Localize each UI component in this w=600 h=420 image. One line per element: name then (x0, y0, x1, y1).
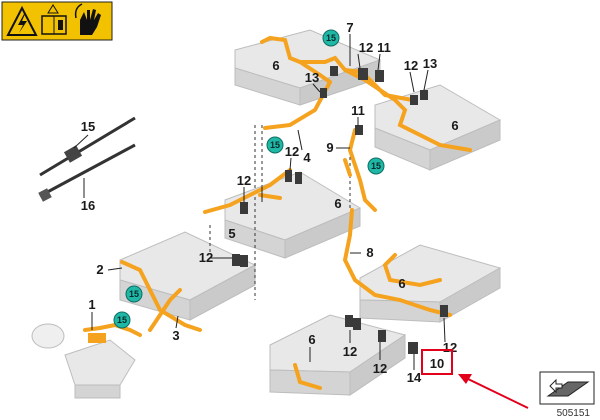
svg-text:15: 15 (371, 161, 381, 171)
callout-7: 7 (346, 20, 353, 35)
module-bottom (269, 314, 407, 396)
red-arrow (458, 374, 529, 409)
callout-13: 13 (305, 70, 319, 85)
callout-6: 6 (398, 276, 405, 291)
highlight-callout-10: 10 (421, 349, 453, 375)
callout-12: 12 (237, 173, 251, 188)
badge-15-b: 15 (266, 136, 284, 154)
badge-15-d: 15 (125, 285, 143, 303)
callout-2: 2 (96, 262, 103, 277)
svg-text:15: 15 (129, 289, 139, 299)
callout-12: 12 (343, 344, 357, 359)
callout-8: 8 (366, 245, 373, 260)
connectors (88, 66, 448, 354)
controller-unit (31, 323, 136, 399)
callout-12: 12 (199, 250, 213, 265)
badge-15-a: 15 (322, 29, 340, 47)
svg-text:15: 15 (270, 140, 280, 150)
callout-15: 15 (81, 119, 95, 134)
callout-4: 4 (303, 150, 311, 165)
diagram-code: 505151 (557, 408, 591, 419)
badge-15-c: 15 (367, 157, 385, 175)
callout-6: 6 (308, 332, 315, 347)
callout-12: 12 (404, 58, 418, 73)
cable-ties (38, 116, 136, 202)
callout-13: 13 (423, 56, 437, 71)
high-voltage-icon (6, 5, 38, 36)
view-indicator (539, 371, 595, 405)
svg-text:15: 15 (117, 315, 127, 325)
callout-6: 6 (451, 118, 458, 133)
callout-6: 6 (272, 58, 279, 73)
svg-text:15: 15 (326, 33, 336, 43)
callout-14: 14 (407, 370, 422, 385)
hv-cables (83, 35, 472, 390)
callout-3: 3 (172, 328, 179, 343)
callout-12: 12 (359, 40, 373, 55)
no-touch-hand-icon (74, 3, 101, 35)
callout-12: 12 (443, 340, 457, 355)
callout-1: 1 (88, 297, 95, 312)
module-right-top (374, 84, 502, 171)
callout-16: 16 (81, 198, 95, 213)
module-left (119, 231, 257, 321)
callout-5: 5 (228, 226, 235, 241)
callout-11: 11 (351, 103, 365, 118)
callout-12: 12 (285, 144, 299, 159)
callout-9: 9 (326, 140, 333, 155)
callout-6: 6 (334, 196, 341, 211)
callout-10: 10 (430, 356, 444, 371)
callout-12: 12 (373, 361, 387, 376)
callout-11: 11 (377, 40, 391, 55)
leader-lines (91, 34, 446, 370)
badge-15-e: 15 (113, 311, 131, 329)
warning-panel (1, 1, 113, 41)
callout-labels: 7 12 11 6 13 12 13 11 6 9 4 12 15 16 12 … (81, 20, 459, 385)
read-manual-icon (41, 4, 67, 35)
